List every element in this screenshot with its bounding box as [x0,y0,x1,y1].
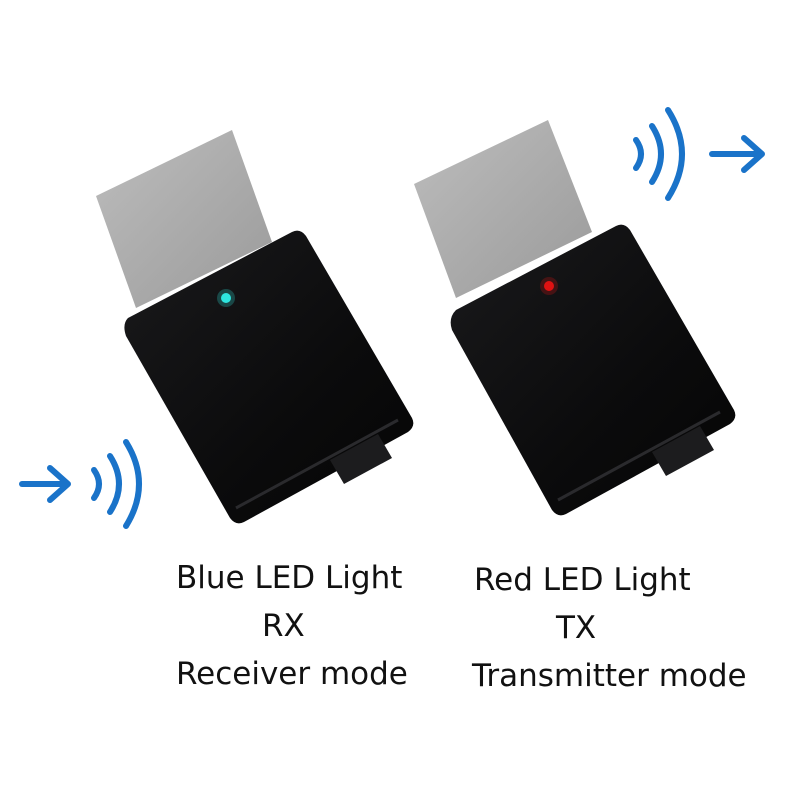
incoming-arrow-head [47,465,71,503]
right-dongle-edge-highlight [557,410,721,502]
right-usb-plug [414,120,592,298]
wave-arc-3 [123,439,142,529]
outgoing-arrow-head [741,135,765,173]
wave-arc-2 [107,453,122,515]
right-led-red [544,281,554,291]
wave-arc-2 [649,123,664,185]
right-led-glow [540,277,558,295]
right-caption-line2: TX [556,610,597,646]
right-dongle-audio-port [652,426,714,476]
left-incoming-signal-icon [19,439,142,529]
left-caption-line3: Receiver mode [176,656,408,692]
left-dongle-edge-highlight [235,418,399,510]
right-caption-line3: Transmitter mode [472,658,747,694]
left-led-glow [217,289,235,307]
wave-arc-1 [91,467,102,501]
left-caption-line2: RX [262,608,305,644]
right-outgoing-signal-icon [633,107,765,201]
left-caption-line1: Blue LED Light [176,560,403,596]
left-usb-plug [96,130,272,308]
left-led-blue [221,293,231,303]
right-caption-line1: Red LED Light [474,562,691,598]
left-dongle [96,130,414,524]
left-dongle-audio-port [330,434,392,484]
wave-arc-3 [665,107,685,201]
right-dongle [414,120,736,516]
wave-arc-1 [633,137,644,171]
